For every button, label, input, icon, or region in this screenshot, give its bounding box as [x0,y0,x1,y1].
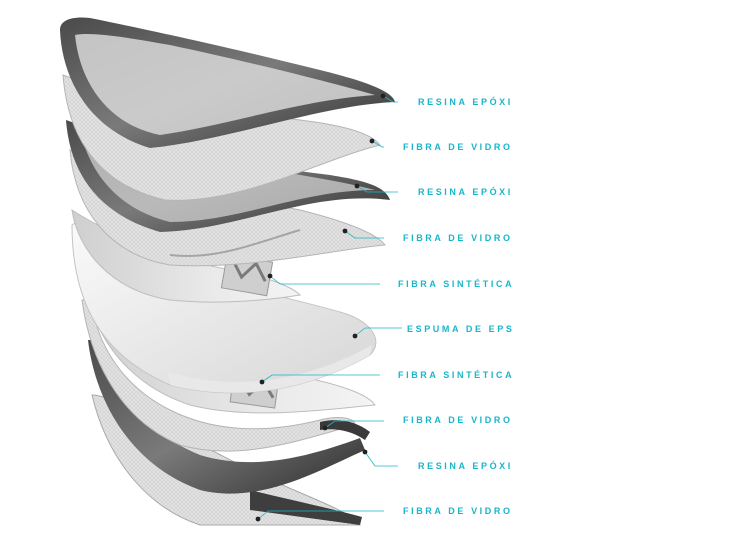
leader-dot [362,449,368,455]
layer-label: FIBRA SINTÉTICA [398,279,515,289]
layer-label: RESINA EPÓXI [418,97,513,107]
leader-line [344,230,384,239]
leader-dot [255,516,261,522]
layer-label: ESPUMA DE EPS [407,324,515,334]
leader-line [382,95,398,103]
layer-label: RESINA EPÓXI [418,187,513,197]
leader-line [257,510,384,520]
layer-label: FIBRA DE VIDRO [403,142,513,152]
layer-label: FIBRA DE VIDRO [403,506,513,516]
layer-bottom-resin [88,340,365,494]
leader-dot [380,93,386,99]
layer-label: FIBRA DE VIDRO [403,415,513,425]
leader-line [364,451,398,467]
leader-dot [342,228,348,234]
leader-line [261,374,380,383]
leader-line [354,327,402,337]
leader-lines [255,93,402,522]
layer-top-resin [60,17,395,148]
leader-dot [267,273,273,279]
leader-dot [322,425,328,431]
layer-label: FIBRA DE VIDRO [403,233,513,243]
leader-line [356,185,398,193]
leader-dot [369,138,375,144]
leader-dot [354,183,360,189]
leader-dot [352,333,358,339]
layer-label: RESINA EPÓXI [418,461,513,471]
leader-line [371,140,384,148]
leader-line [269,275,380,285]
leader-dot [259,379,265,385]
layer-label: FIBRA SINTÉTICA [398,370,515,380]
leader-line [324,420,384,429]
layer-lower-glass [81,299,370,452]
